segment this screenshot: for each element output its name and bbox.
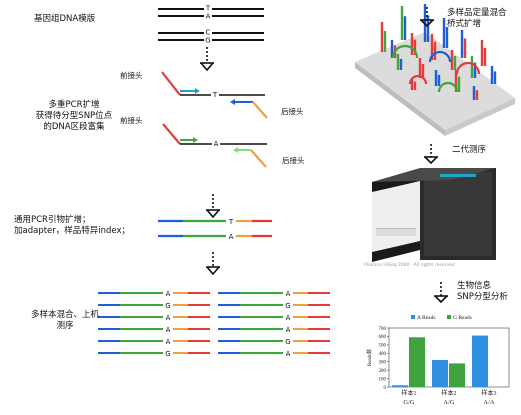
- multiplex-bottom-strand: A: [162, 123, 267, 168]
- bar-g-reads-1: [409, 337, 425, 387]
- flow-arrow-3: [206, 252, 220, 276]
- y-tick-label: 500: [379, 344, 387, 349]
- rev-adapter-label-1: 后接头: [281, 107, 304, 116]
- bridge-clusters: [380, 4, 497, 100]
- bioinfo-label: 生物信息 SNP分型分析: [457, 281, 508, 303]
- pcr-line-1: 通用PCR引物扩增；: [14, 215, 91, 225]
- amp-base-a: A: [214, 140, 219, 148]
- flow-arrow-r2: [424, 144, 438, 165]
- pool-base-left-5: A: [166, 338, 171, 346]
- bar-a-reads-1: [392, 385, 408, 387]
- flow-arrow-r3: [434, 282, 448, 304]
- multiplex-line-3: 的DNA区段富集: [43, 122, 105, 132]
- multiplex-line-2: 获得待分型SNP位点: [35, 111, 113, 121]
- flow-cell: [355, 4, 515, 136]
- bar-g-reads-2: [449, 363, 465, 387]
- x-genotype-label: G/G: [403, 399, 415, 406]
- y-tick-label: 300: [379, 361, 387, 366]
- multiplex-top-strand: T: [161, 71, 268, 119]
- bio-line-1: 生物信息: [457, 281, 492, 291]
- universal-pcr-label: 通用PCR引物扩增； 加adapter，样品特异index；: [14, 215, 130, 237]
- pool-base-right-2: G: [285, 302, 290, 310]
- pcr-base-a: A: [229, 233, 234, 241]
- y-tick-label: 700: [379, 327, 387, 332]
- sequencer-machine: [372, 168, 496, 262]
- pool-base-left-2: G: [165, 302, 170, 310]
- y-axis-label: Reads数: [366, 349, 373, 366]
- bridge-arc: [428, 50, 452, 63]
- flow-arrow-2: [206, 194, 220, 219]
- multiplex-pcr-label: 多重PCR扩增 获得待分型SNP位点 的DNA区段富集: [14, 100, 134, 133]
- pool-base-left-1: A: [166, 290, 171, 298]
- bridge-line-1: 多样品定量混合: [447, 8, 507, 18]
- legend-swatch: [447, 315, 451, 319]
- pcr-base-t: T: [228, 218, 234, 226]
- pool-base-right-4: A: [286, 326, 291, 334]
- x-category-label: 样本3: [481, 389, 496, 397]
- x-category-label: 样本2: [441, 389, 456, 397]
- template-base-4: G: [205, 37, 210, 45]
- legend-label: G Reads: [453, 315, 472, 321]
- rev-adapter-label-2: 后接头: [282, 156, 305, 165]
- pooling-label: 多样本混合、上机 测序: [10, 310, 120, 332]
- bar-a-reads-3: [472, 335, 488, 387]
- y-tick-label: 600: [379, 335, 387, 340]
- bridge-amp-label: 多样品定量混合 桥式扩增: [447, 8, 507, 30]
- pcr-line-2: 加adapter，样品特异index；: [14, 226, 131, 236]
- sequencer-caption: Illumina HiSeq 2000 · All rights reserve…: [364, 263, 455, 268]
- mix-line-2: 测序: [56, 321, 74, 331]
- pool-base-left-3: A: [166, 314, 171, 322]
- pcr-products: T A: [158, 218, 272, 241]
- genomic-template-label: 基因组DNA模版: [34, 14, 96, 24]
- pool-base-right-1: A: [286, 290, 291, 298]
- flow-arrow-r1: [420, 7, 434, 28]
- bridge-arc: [455, 61, 481, 75]
- pool-base-right-3: A: [286, 314, 291, 322]
- fwd-adapter-label-2: 前接头: [120, 116, 143, 125]
- bridge-arc: [408, 74, 428, 85]
- bridge-arc: [391, 44, 419, 59]
- template-base-3: C: [206, 29, 211, 37]
- pool-base-right-6: A: [286, 350, 291, 358]
- pool-base-left-6: G: [165, 350, 170, 358]
- pool-base-left-4: A: [166, 326, 171, 334]
- template-base-2: A: [206, 13, 211, 21]
- bio-line-2: SNP分型分析: [457, 292, 508, 302]
- bridge-line-2: 桥式扩增: [447, 19, 482, 29]
- amp-base-t: T: [212, 91, 218, 99]
- template-base-1: T: [205, 5, 211, 13]
- multiplex-line-1: 多重PCR扩增: [48, 100, 100, 110]
- template-dna: T A C G: [158, 4, 264, 45]
- x-genotype-label: A/A: [483, 399, 495, 406]
- legend-swatch: [411, 315, 415, 319]
- x-genotype-label: A/G: [443, 399, 455, 406]
- y-tick-label: 0: [384, 386, 387, 391]
- y-tick-label: 100: [379, 377, 387, 382]
- fwd-adapter-label-1: 前接头: [120, 71, 143, 80]
- bar-a-reads-2: [432, 360, 448, 387]
- flow-arrow-1: [200, 47, 214, 72]
- bridge-arc: [437, 81, 459, 93]
- legend-label: A Reads: [417, 315, 436, 321]
- y-tick-label: 200: [379, 369, 387, 374]
- x-category-label: 样本1: [401, 389, 416, 397]
- mix-line-1: 多样本混合、上机: [30, 310, 99, 320]
- y-tick-label: 400: [379, 352, 387, 357]
- pool-base-right-5: G: [285, 338, 290, 346]
- ngs-label: 二代测序: [452, 145, 487, 155]
